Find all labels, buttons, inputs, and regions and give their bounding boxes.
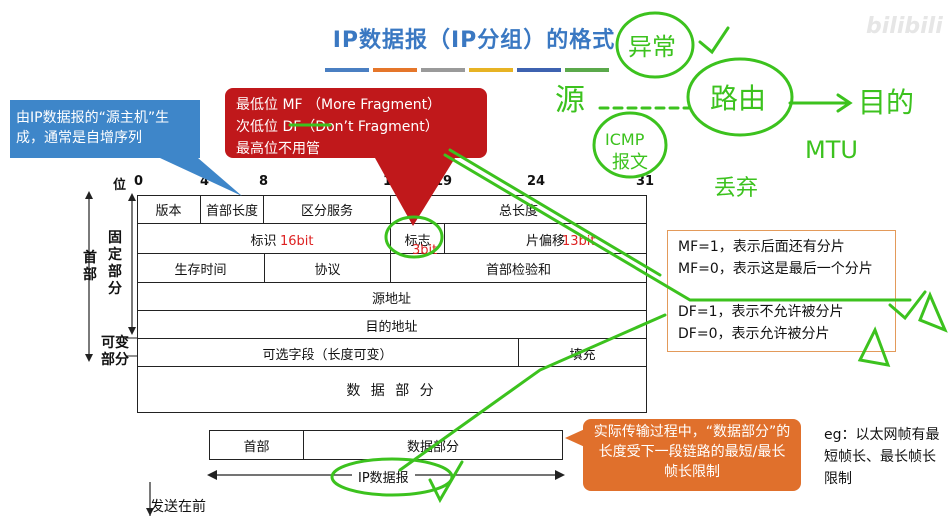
orange-callout-text: 实际传输过程中，“数据部分”的长度受下一段链路的最短/最长帧长限制 <box>593 424 791 480</box>
hw-source: 源 <box>555 83 585 118</box>
field-flags: 标志 <box>391 224 445 254</box>
data-row: 数 据 部 分 <box>137 366 646 412</box>
blue-callout-text: 由IP数据报的“源主机”生成，通常是自增序列 <box>16 110 170 146</box>
blue-callout-shape <box>10 100 242 196</box>
title-color-bar-6 <box>565 68 609 72</box>
field-destination-address: 目的地址 <box>365 319 418 335</box>
left-brackets <box>85 191 138 362</box>
title-color-bar-4 <box>469 68 513 72</box>
label-header: 首部 <box>83 250 97 283</box>
packet-label: IP数据报 <box>352 467 415 486</box>
send-first-arrow <box>146 482 154 516</box>
bilibili-watermark: bilibili <box>866 14 943 39</box>
field-identification: 标识 <box>137 224 391 254</box>
note-mf0: MF=0，表示这是最后一个分片 <box>678 261 873 277</box>
orange-callout-shape <box>565 419 801 491</box>
ident-bits-label: 16bit <box>280 234 314 249</box>
title-color-bar-2 <box>373 68 417 72</box>
label-variable-part: 可变部分 <box>101 335 129 368</box>
hw-mtu: MTU <box>805 136 858 164</box>
field-options: 可选字段（长度可变） <box>137 339 519 367</box>
hw-dest: 目的 <box>858 86 914 119</box>
bit-tick-0: 0 <box>134 174 144 189</box>
bit-tick-8: 8 <box>259 174 269 189</box>
bit-tick-31: 31 <box>636 174 655 189</box>
field-source-address: 源地址 <box>371 291 411 307</box>
bit-tick-24: 24 <box>527 174 546 189</box>
flag-notes-box: MF=1，表示后面还有分片 MF=0，表示这是最后一个分片 DF=1，表示不允许… <box>667 230 896 352</box>
hw-router: 路由 <box>710 82 766 115</box>
hw-discard: 丢弃 <box>714 176 758 201</box>
eg-note: eg：以太网帧有最短帧长、最长帧长限制 <box>824 427 940 487</box>
note-df0: DF=0，表示允许被分片 <box>678 326 830 342</box>
red-callout-line-3: 最高位不用管 <box>236 141 320 157</box>
field-header-length: 首部长度 <box>201 195 264 223</box>
title-color-bar-3 <box>421 68 465 72</box>
label-fixed-part: 固定部分 <box>108 230 122 297</box>
header-row-5: 目的地址 <box>137 310 646 339</box>
red-callout-shape <box>225 88 487 226</box>
hw-abnormal: 异常 <box>628 33 676 61</box>
field-header-checksum: 首部检验和 <box>485 263 551 278</box>
field-fragment-offset: 片偏移 <box>525 233 565 249</box>
bit-label: 位 <box>113 178 127 193</box>
field-diff-services: 区分服务 <box>264 195 391 223</box>
header-row-6: 可选字段（长度可变） 填充 <box>137 338 646 367</box>
note-df1: DF=1，表示不允许被分片 <box>678 304 844 320</box>
packet-header: 首部 <box>210 431 304 459</box>
header-row-3: 生存时间 协议 首部检验和 <box>137 253 646 283</box>
title-color-bar-5 <box>517 68 561 72</box>
field-version: 版本 <box>137 195 201 223</box>
header-table <box>137 195 647 413</box>
note-mf1: MF=1，表示后面还有分片 <box>678 239 845 255</box>
red-callout-line-1: 最低位 MF （More Fragment） <box>236 97 442 113</box>
header-row-4: 源地址 <box>137 282 646 311</box>
bit-tick-4: 4 <box>200 174 210 189</box>
title-color-bar-1 <box>325 68 369 72</box>
hw-icmp-msg: 报文 <box>612 152 648 173</box>
page-title: IP数据报（IP分组）的格式 <box>332 28 616 53</box>
send-first-label: 发送在前 <box>150 499 206 515</box>
field-protocol: 协议 <box>265 254 391 283</box>
field-total-length: 总长度 <box>498 203 538 219</box>
header-row-1: 版本 首部长度 区分服务 总长度 <box>137 195 646 223</box>
hw-icmp: ICMP <box>605 130 645 149</box>
red-callout-line-2: 次低位 DF（Don’t Fragment） <box>236 119 439 135</box>
field-data-part: 数 据 部 分 <box>346 382 437 399</box>
field-ttl: 生存时间 <box>137 254 265 283</box>
field-padding: 填充 <box>569 347 596 363</box>
